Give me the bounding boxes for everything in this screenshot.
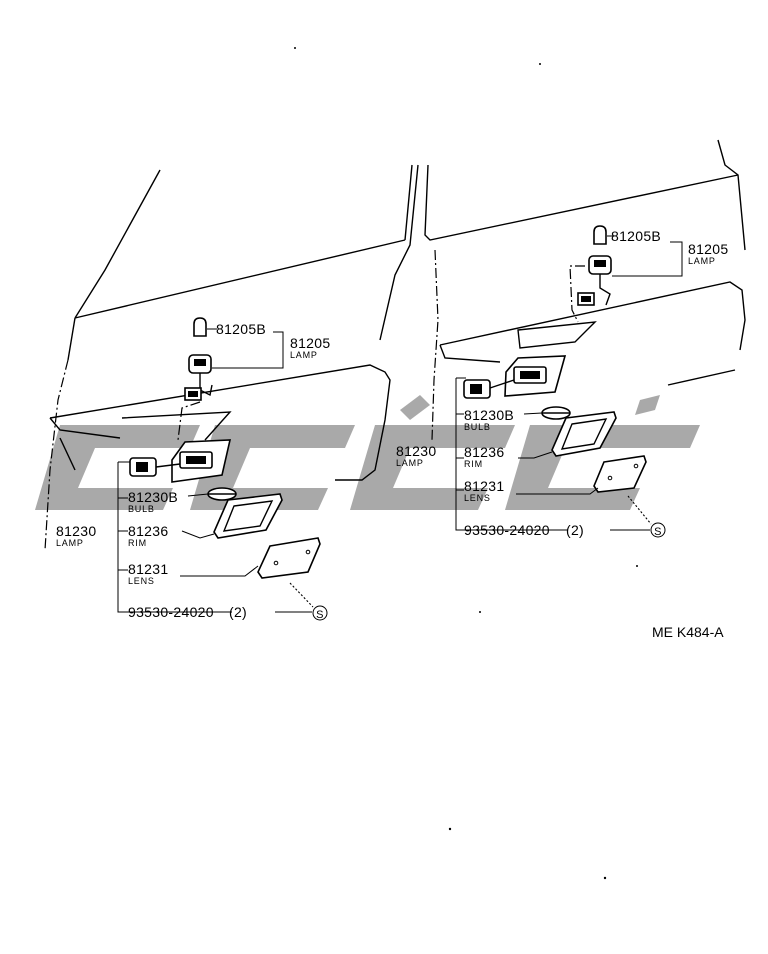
right-lens-name: LENS xyxy=(464,493,491,503)
right-lamp-assy-name: LAMP xyxy=(396,458,424,468)
right-rim-icon xyxy=(551,411,617,457)
svg-text:S: S xyxy=(654,526,662,538)
right-lens-pn: 81231 xyxy=(464,478,504,494)
left-lamp-parts: S xyxy=(117,317,328,621)
left-lens-pn: 81231 xyxy=(128,561,168,577)
right-lens-icon xyxy=(593,455,647,493)
left-lamp-assy-name: LAMP xyxy=(56,538,84,548)
diagram-code: ME K484-A xyxy=(652,624,724,640)
left-upper-lamp-name: LAMP xyxy=(290,350,318,360)
left-screw-symbol: S xyxy=(312,605,328,621)
left-upper-bulb-icon xyxy=(193,317,207,337)
left-upper-bulb-pn: 81205B xyxy=(216,321,266,337)
svg-text:S: S xyxy=(316,609,324,621)
left-lamp-assy-icon xyxy=(129,439,232,483)
right-rim-name: RIM xyxy=(464,459,483,469)
right-bulb-name: BULB xyxy=(464,422,491,432)
left-lens-name: LENS xyxy=(128,576,155,586)
left-screw-pn: 93530-24020 xyxy=(128,604,214,620)
right-upper-lamp-icon xyxy=(577,255,612,306)
right-door-outline xyxy=(424,139,746,441)
left-upper-lamp-icon xyxy=(184,354,213,401)
left-bulb-name: BULB xyxy=(128,504,155,514)
right-screw-pn: 93530-24020 xyxy=(464,522,550,538)
left-lens-icon xyxy=(257,537,321,579)
right-upper-lamp-name: LAMP xyxy=(688,256,716,266)
right-lamp-assy-icon xyxy=(463,355,567,399)
right-bulb-icon xyxy=(541,406,571,420)
left-bulb-pn: 81230B xyxy=(128,489,178,505)
left-rim-name: RIM xyxy=(128,538,147,548)
left-rim-pn: 81236 xyxy=(128,523,168,539)
right-labels: 81205B 81205 LAMP 81230B BULB 81230 LAMP… xyxy=(396,228,728,538)
right-screw-qty: (2) xyxy=(566,522,584,538)
right-screw-symbol: S xyxy=(650,522,666,538)
left-rim-icon xyxy=(213,493,283,539)
left-screw-qty: (2) xyxy=(229,604,247,620)
scan-specks xyxy=(294,47,638,880)
left-lamp-assy-pn: 81230 xyxy=(56,523,96,539)
right-lamp-parts: S xyxy=(455,225,683,538)
right-upper-lamp-pn: 81205 xyxy=(688,241,728,257)
right-upper-bulb-icon xyxy=(593,225,607,245)
right-upper-bulb-pn: 81205B xyxy=(611,228,661,244)
left-labels: 81205B 81205 LAMP 81230B BULB 81230 LAMP… xyxy=(56,321,330,620)
left-upper-lamp-pn: 81205 xyxy=(290,335,330,351)
right-bulb-pn: 81230B xyxy=(464,407,514,423)
right-lamp-assy-pn: 81230 xyxy=(396,443,436,459)
left-bulb-icon xyxy=(207,487,237,501)
right-rim-pn: 81236 xyxy=(464,444,504,460)
left-door-outline xyxy=(44,164,419,551)
